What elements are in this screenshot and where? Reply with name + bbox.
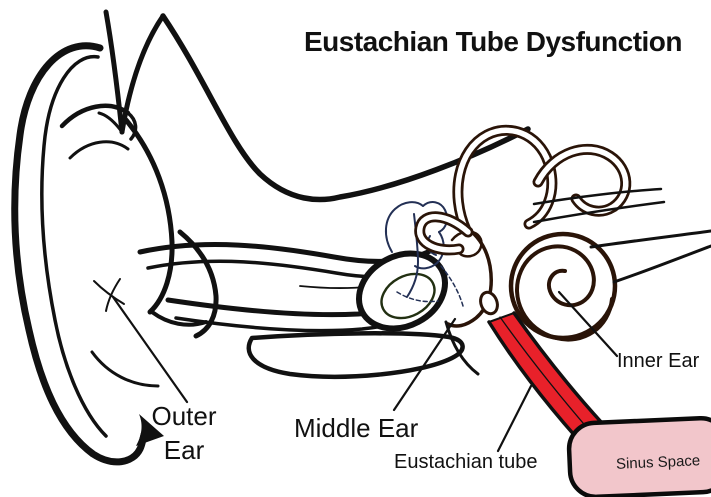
outer-ear-label-line2: Ear [163, 435, 205, 465]
inner-ear-label: Inner Ear [617, 350, 700, 372]
outer-ear-drawing [11, 9, 531, 466]
eustachian-tube-label: Eustachian tube [394, 451, 538, 473]
sinus-space-box [566, 415, 711, 497]
eustachian-tube-shape [487, 311, 604, 439]
middle-ear-label: Middle Ear [294, 413, 419, 443]
outer-ear-label: Outer Ear [138, 399, 230, 467]
outer-ear-label-line1: Outer [151, 401, 217, 431]
diagram-title: Eustachian Tube Dysfunction [303, 26, 683, 57]
pointer-lines [111, 290, 619, 453]
inner-ear-drawing [414, 124, 711, 342]
eardrum-drawing [356, 250, 448, 332]
